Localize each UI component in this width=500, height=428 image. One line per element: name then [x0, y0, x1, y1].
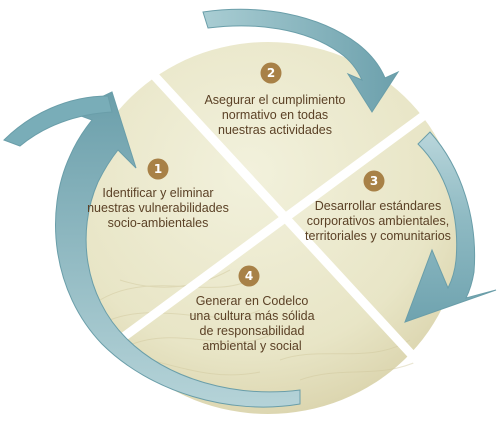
step-4-badge	[238, 265, 260, 287]
step-1-number: 1	[154, 162, 162, 176]
step-2: 2 Asegurar el cumplimiento normativo en …	[204, 62, 346, 137]
step-4-line-2: una cultura más sólida	[189, 309, 314, 323]
step-4: 4 Generar en Codelco una cultura más sól…	[189, 265, 315, 353]
step-1-line-2: nuestras vulnerabilidades	[87, 201, 229, 215]
step-4-number: 4	[245, 269, 253, 283]
step-3-line-2: corporativos ambientales,	[307, 214, 449, 228]
step-2-line-2: normativo en todas	[222, 108, 328, 122]
step-4-line-3: de responsabilidad	[200, 324, 305, 338]
step-3: 3 Desarrollar estándares corporativos am…	[305, 170, 451, 243]
arrow-top-right	[202, 8, 400, 113]
step-2-line-3: nuestras actividades	[218, 123, 332, 137]
step-1-line-1: Identificar y eliminar	[102, 186, 213, 200]
step-3-line-3: territoriales y comunitarios	[305, 229, 451, 243]
arrow-left	[3, 91, 301, 408]
step-3-badge	[363, 170, 385, 192]
step-4-line-4: ambiental y social	[202, 339, 301, 353]
step-2-line-1: Asegurar el cumplimiento	[204, 93, 345, 107]
step-3-line-1: Desarrollar estándares	[315, 199, 441, 213]
arrow-right	[404, 131, 497, 323]
step-1-line-3: socio-ambientales	[108, 216, 209, 230]
step-3-number: 3	[370, 174, 378, 188]
step-2-number: 2	[267, 66, 275, 80]
step-4-line-1: Generar en Codelco	[196, 294, 309, 308]
step-1: 1 Identificar y eliminar nuestras vulner…	[87, 158, 229, 230]
step-2-badge	[260, 62, 282, 84]
step-1-badge	[147, 158, 169, 180]
quadrant-dividers	[90, 53, 450, 373]
